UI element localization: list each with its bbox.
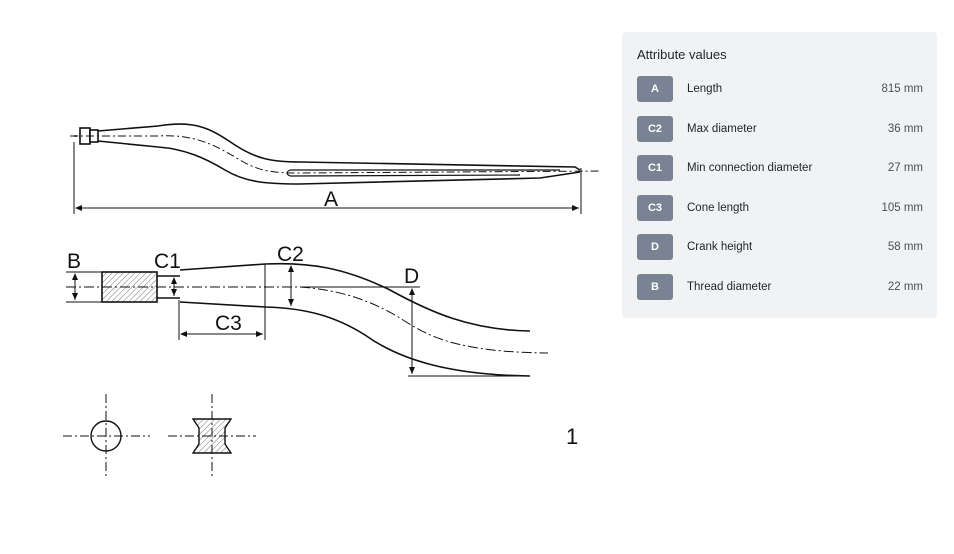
- attribute-name: Length: [687, 83, 723, 95]
- attribute-code-badge: A: [637, 76, 673, 102]
- attribute-value: 58 mm: [887, 241, 923, 253]
- attribute-value: 36 mm: [887, 122, 923, 135]
- attribute-row-c1: C1 Min connection diameter 27 mm: [637, 155, 923, 181]
- dimension-label-c2: C2: [277, 243, 304, 266]
- attribute-row-c3: C3 Cone length 105 mm: [637, 194, 923, 221]
- attribute-value: 27 mm: [887, 162, 923, 174]
- dimension-label-b: B: [67, 250, 81, 273]
- attribute-row-c2: C2 Max diameter 36 mm: [637, 115, 923, 142]
- attribute-code-badge: C2: [637, 115, 673, 142]
- cross-section-profile: [168, 394, 256, 478]
- dimension-label-c1: C1: [154, 250, 181, 273]
- attribute-code-badge: C1: [637, 155, 673, 181]
- cross-section-round: [63, 394, 150, 478]
- attribute-code-badge: B: [637, 273, 673, 300]
- figure-number: 1: [566, 424, 578, 449]
- attribute-name: Crank height: [687, 241, 753, 253]
- detail-view: [66, 262, 549, 377]
- attribute-name: Min connection diameter: [687, 162, 813, 174]
- attribute-code-badge: C3: [637, 194, 673, 221]
- attribute-value: 22 mm: [887, 280, 923, 293]
- attribute-row-b: B Thread diameter 22 mm: [637, 273, 923, 300]
- tine-schematic: A: [63, 123, 601, 478]
- panel-title: Attribute values: [637, 47, 727, 62]
- dimension-label-d: D: [404, 265, 419, 288]
- dimension-label-a: A: [324, 188, 338, 211]
- attribute-row-a: A Length 815 mm: [637, 76, 923, 102]
- attribute-value: 105 mm: [881, 201, 923, 214]
- attribute-row-d: D Crank height 58 mm: [637, 234, 923, 260]
- dimension-label-c3: C3: [215, 312, 242, 335]
- attribute-value: 815 mm: [881, 83, 923, 95]
- attribute-values-panel: Attribute values A Length 815 mm C2 Max …: [622, 32, 937, 318]
- attribute-name: Max diameter: [687, 122, 757, 135]
- attribute-name: Thread diameter: [687, 280, 772, 293]
- attribute-name: Cone length: [687, 201, 750, 214]
- top-view: [70, 123, 601, 214]
- attribute-code-badge: D: [637, 234, 673, 260]
- technical-drawing: A: [63, 123, 601, 478]
